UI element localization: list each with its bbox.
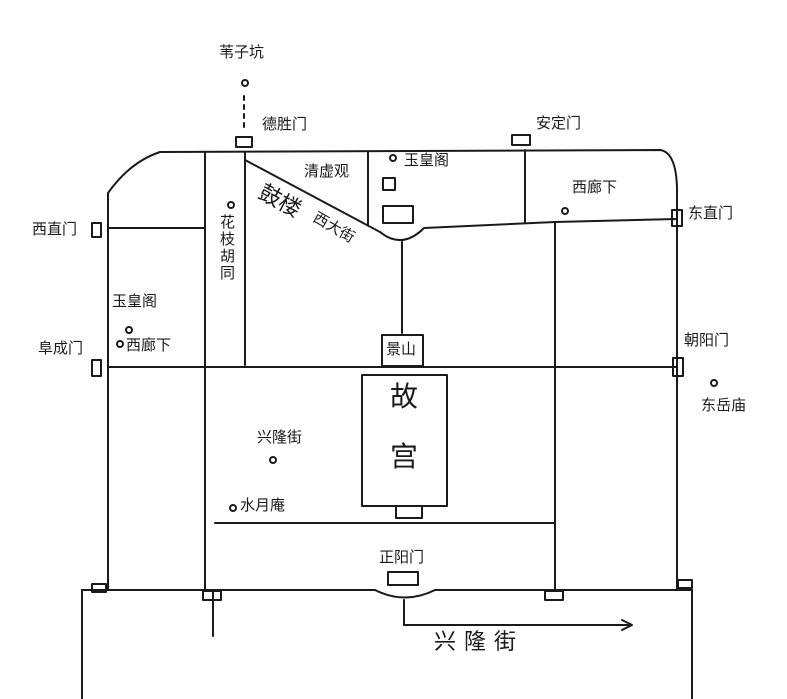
gugong-palace [361, 374, 448, 507]
shuiyuean-label: 水月庵 [240, 496, 286, 514]
dizikeng-dot [241, 79, 249, 87]
south-wall [81, 589, 693, 599]
palace-south-gate [395, 505, 423, 519]
dongzhimen-label: 东直门 [688, 204, 734, 222]
dizikeng-label: 苇子坑 [219, 43, 265, 61]
zhengyangmen-gate [387, 571, 419, 586]
deshengmen-gate [235, 136, 253, 148]
xilangxia-w-dot [116, 340, 124, 348]
arrow-head [621, 619, 633, 631]
dongyuemiao-dot [710, 379, 718, 387]
shuiyuean-dot [229, 504, 237, 512]
ximenxia-ne-dot [561, 207, 569, 215]
yuhuangge-w-label: 玉皇阁 [112, 292, 158, 310]
huazhi-hutong-label: 花枝胡同 [218, 214, 236, 282]
zhengyangmen-label: 正阳门 [379, 548, 425, 566]
fuchengmen-label: 阜成门 [38, 339, 84, 357]
yuhuangge-ne-dot [389, 154, 397, 162]
gugong-char-1: 故 [390, 380, 419, 413]
se-corner-gate [677, 579, 693, 589]
ximenxia-ne-label: 西廊下 [572, 178, 618, 196]
jingshan-label: 景山 [386, 340, 417, 358]
gulou-diagonal [244, 159, 381, 233]
yuhuangge-w-dot [125, 326, 133, 334]
city-wall [107, 149, 678, 591]
xizhimen-label: 西直门 [32, 220, 78, 238]
xinglongjie-outer-label: 兴隆街 [434, 630, 525, 655]
xinglongjie-dot [269, 456, 277, 464]
andingmen-label: 安定门 [536, 114, 582, 132]
jingshan-box [381, 334, 424, 367]
xinglongjie-inner-label: 兴隆街 [257, 428, 303, 446]
huazhi-dot [227, 201, 235, 209]
west-south-gate [202, 590, 222, 601]
gugong-char-2: 宫 [390, 440, 419, 473]
chaoyangmen-label: 朝阳门 [684, 331, 730, 349]
xizhimen-gate [91, 222, 102, 238]
sw-corner-gate [91, 583, 107, 593]
dongzhimen-gate [671, 209, 683, 227]
yuhuangge-building [382, 177, 396, 191]
deshengmen-label: 德胜门 [262, 115, 308, 133]
chaoyangmen-gate [672, 357, 684, 377]
yuhuangge-ne-label: 玉皇阁 [404, 151, 450, 169]
andingmen-gate [511, 134, 531, 146]
qingxuguan-building [382, 205, 414, 224]
dongyuemiao-label: 东岳庙 [701, 396, 747, 414]
dongzhimen-street [379, 218, 678, 241]
qingxuguan-label: 清虚观 [304, 162, 350, 180]
fuchengmen-gate [91, 359, 102, 377]
xilangxia-w-label: 西廊下 [126, 336, 172, 354]
east-south-gate [544, 590, 564, 601]
